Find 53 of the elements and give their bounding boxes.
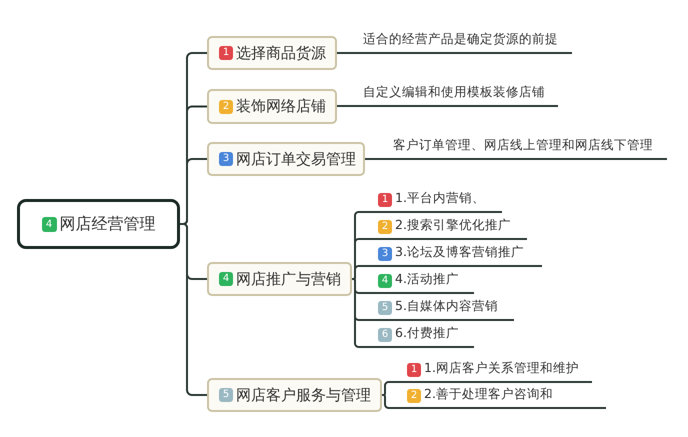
number-badge: 4 [219, 272, 233, 286]
connector-line [180, 223, 207, 396]
number-badge: 2 [378, 220, 392, 234]
topic-text: 2.搜索引擎优化推广 [395, 217, 511, 234]
number-badge: 3 [219, 152, 233, 166]
topic-text: 网店客户服务与管理 [236, 386, 371, 404]
number-badge: 2 [407, 389, 421, 403]
topic-text: 网店经营管理 [60, 214, 156, 234]
central-topic-box [17, 199, 180, 249]
number-badge: 5 [219, 388, 233, 402]
connector-line [352, 265, 362, 280]
topic-text: 网店推广与营销 [236, 270, 341, 288]
topic-box [207, 262, 352, 296]
topic-text: 5.自媒体内容营销 [395, 298, 498, 315]
connector-line [382, 394, 392, 409]
topic-text: 适合的经营产品是确定货源的前提 [363, 31, 558, 48]
connector-line [365, 158, 373, 160]
topic-text: 3.论坛及博客营销推广 [395, 244, 524, 261]
underlined-subtopic [392, 359, 592, 383]
topic-box [207, 36, 337, 70]
number-badge: 1 [378, 193, 392, 207]
topic-text: 4.活动推广 [395, 271, 459, 288]
topic-text: 6.付费推广 [395, 325, 459, 342]
number-badge: 1 [219, 46, 233, 60]
topic-text: 客户订单管理、网店线上管理和网店线下管理 [393, 137, 653, 154]
topic-text: 自定义编辑和使用模板装修店铺 [363, 84, 545, 101]
connector-line [337, 52, 345, 54]
underlined-subtopic [392, 385, 606, 409]
connector-line [337, 105, 345, 107]
topic-text: 选择商品货源 [236, 44, 326, 62]
number-badge: 6 [378, 328, 392, 342]
underlined-subtopic [362, 324, 474, 348]
topic-text: 1.平台内营销、 [395, 190, 485, 207]
number-badge: 5 [378, 301, 392, 315]
underlined-subtopic [362, 189, 502, 213]
topic-box [207, 89, 337, 124]
underlined-subtopic [362, 270, 474, 294]
number-badge: 4 [378, 274, 392, 288]
connector-line [382, 381, 392, 396]
number-badge: 2 [219, 100, 233, 114]
number-badge: 4 [42, 216, 56, 232]
topic-text: 网店订单交易管理 [236, 150, 356, 168]
underlined-subtopic [362, 216, 527, 240]
topic-text: 1.网店客户关系管理和维护 [424, 360, 579, 377]
connector-line [352, 278, 362, 348]
underlined-subtopic [362, 243, 542, 267]
topic-box [207, 142, 365, 176]
number-badge: 1 [407, 363, 421, 377]
topic-text: 2.善于处理客户咨询和 [424, 386, 553, 403]
number-badge: 3 [378, 247, 392, 261]
underlined-subtopic [362, 297, 514, 321]
topic-text: 装饰网络店铺 [236, 97, 326, 116]
topic-box [207, 378, 382, 412]
